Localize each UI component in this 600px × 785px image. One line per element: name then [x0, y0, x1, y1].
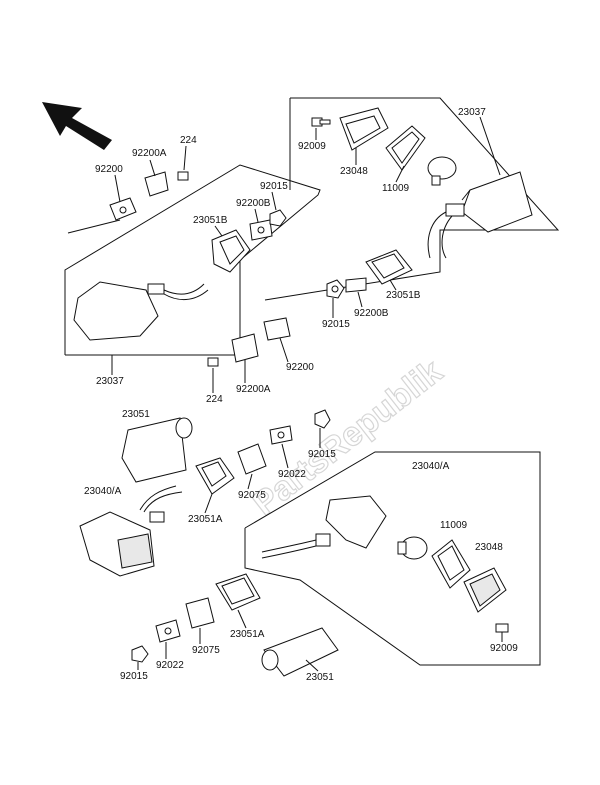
lens-23048-upper	[339, 107, 389, 151]
washer-92015-right	[326, 279, 345, 299]
gasket-11009-upper	[385, 125, 426, 171]
label-224-upper: 224	[180, 135, 197, 146]
label-92200-mid: 92200	[286, 362, 314, 373]
socket-23051A-right	[215, 573, 261, 611]
label-23051-left: 23051	[122, 409, 150, 420]
label-23037-left: 23037	[96, 376, 124, 387]
leader-line	[67, 219, 121, 234]
housing-23037-right	[427, 171, 533, 259]
label-92015-mid: 92015	[308, 449, 336, 460]
label-92200B-right: 92200B	[354, 308, 389, 319]
socket-23051-right	[261, 627, 339, 677]
label-92200B-upper: 92200B	[236, 198, 271, 209]
housing-23040A-left	[79, 485, 183, 577]
clamp-92200A	[144, 171, 169, 197]
socket-23051B-right	[365, 249, 413, 285]
bolt-92009-lower	[495, 623, 509, 633]
label-23040A-right: 23040/A	[412, 461, 450, 472]
label-92200A-mid: 92200A	[236, 384, 271, 395]
label-23051-right: 23051	[306, 672, 334, 683]
housing-23040A-right	[261, 495, 387, 559]
bolt-92009-upper	[311, 117, 331, 127]
socket-23051B-left	[211, 229, 251, 273]
bracket-92200B-left	[249, 219, 273, 241]
group-box-right-lower	[244, 451, 541, 666]
grommet-92075-left	[237, 443, 267, 475]
housing-23037-left	[73, 281, 209, 341]
label-224-mid: 224	[206, 394, 223, 405]
label-23037-upper-right: 23037	[458, 107, 486, 118]
bracket-92200-mid	[263, 317, 291, 341]
plate-92200	[109, 197, 137, 221]
socket-23051A-left	[195, 457, 235, 495]
label-23051A-left: 23051A	[188, 514, 223, 525]
grommet-92075-right	[185, 597, 215, 629]
group-box-right-upper	[264, 97, 560, 301]
bulb-lower	[397, 536, 428, 560]
label-92200A-upper: 92200A	[132, 148, 167, 159]
label-23040A-left: 23040/A	[84, 486, 122, 497]
label-92022-left: 92022	[278, 469, 306, 480]
screw-224-mid	[207, 357, 219, 367]
label-92075-right: 92075	[192, 645, 220, 656]
label-92015-upper: 92015	[260, 181, 288, 192]
label-92009-upper: 92009	[298, 141, 326, 152]
washer-92015-mid	[314, 409, 331, 429]
label-11009-upper: 11009	[382, 183, 410, 194]
label-11009-lower: 11009	[440, 520, 468, 531]
label-92015-right: 92015	[322, 319, 350, 330]
leader-lines	[111, 116, 503, 672]
label-23051B-left: 23051B	[193, 215, 228, 226]
washer-92022-left	[269, 425, 293, 445]
label-92200-upper: 92200	[95, 164, 123, 175]
label-92009-lower: 92009	[490, 643, 518, 654]
label-23048-upper: 23048	[340, 166, 368, 177]
front-arrow-icon	[42, 102, 112, 150]
label-92015-lower: 92015	[120, 671, 148, 682]
bulb-upper	[427, 156, 457, 186]
lens-23048-lower	[463, 567, 507, 613]
label-92075-left: 92075	[238, 490, 266, 501]
label-23051A-right: 23051A	[230, 629, 265, 640]
label-23048-lower: 23048	[475, 542, 503, 553]
washer-92015-left	[269, 209, 287, 227]
bracket-92200B-right	[345, 277, 367, 293]
label-92022-right: 92022	[156, 660, 184, 671]
washer-92022-right	[155, 619, 181, 643]
label-23051B-right: 23051B	[386, 290, 421, 301]
screw-224-upper	[177, 171, 189, 181]
washer-92015-lower	[131, 645, 149, 663]
clamp-92200A-mid	[231, 333, 259, 363]
socket-23051-left	[121, 417, 193, 483]
gasket-11009-lower	[431, 539, 471, 589]
